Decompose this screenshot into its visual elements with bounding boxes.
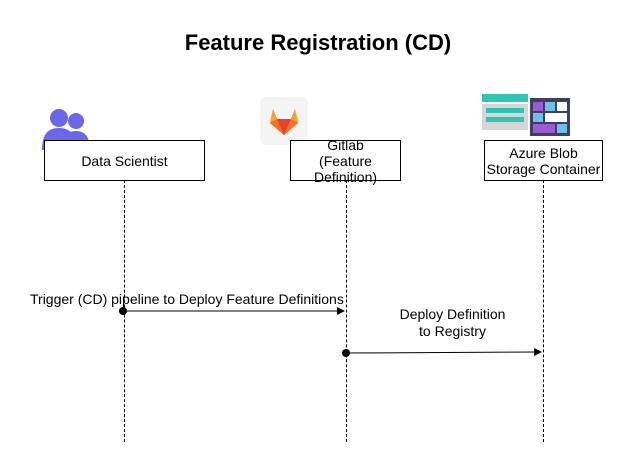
message-label-line-1: Deploy Definition xyxy=(399,306,506,322)
message-arrow-trigger xyxy=(119,307,345,315)
diagram-title: Feature Registration (CD) xyxy=(184,30,452,55)
lifeline-azure-blob xyxy=(543,180,544,442)
participant-label-line-1: Gitlab xyxy=(327,136,364,153)
participant-label-line-2: (Feature Definition) xyxy=(313,152,378,185)
lifeline-gitlab xyxy=(346,180,347,442)
message-label-line-2: to Registry xyxy=(419,323,486,339)
participant-label-line-2: Storage Container xyxy=(486,160,601,177)
message-label-trigger: Trigger (CD) pipeline to Deploy Feature … xyxy=(30,291,370,308)
participant-label: Data Scientist xyxy=(81,152,168,169)
message-label-deploy: Deploy Definition to Registry xyxy=(380,306,525,340)
gitlab-icon xyxy=(260,97,308,145)
message-arrow-deploy xyxy=(342,348,542,357)
participant-data-scientist: Data Scientist xyxy=(44,140,205,181)
azure-storage-icon xyxy=(482,94,570,136)
message-label-line: Trigger (CD) pipeline to Deploy Feature … xyxy=(30,291,344,307)
participant-azure-blob: Azure Blob Storage Container xyxy=(484,140,603,181)
participant-label-line-1: Azure Blob xyxy=(509,144,578,161)
participant-gitlab: Gitlab (Feature Definition) xyxy=(290,136,401,185)
